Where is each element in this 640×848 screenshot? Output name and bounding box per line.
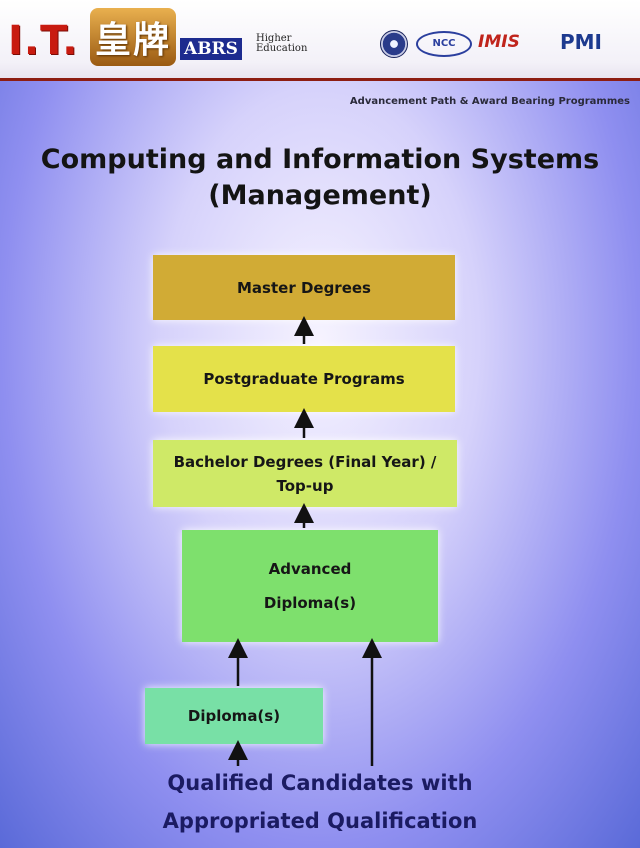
postgraduate-programs-box: Postgraduate Programs [153,346,455,412]
page-title: Computing and Information Systems (Manag… [0,142,640,214]
higher-education-logo: Higher Education [256,34,307,54]
it-logo: I.T. [8,18,79,64]
ncc-logo: NCC [416,31,472,57]
pmi-logo: PMI [560,30,603,54]
page-subtitle: Advancement Path & Award Bearing Program… [349,96,630,107]
advanced-line2: Diploma(s) [263,594,357,612]
diploma-box: Diploma(s) [145,688,323,744]
entry-requirement-text: Qualified Candidates with Appropriated Q… [0,764,640,840]
brand-chinese-logo: 皇牌 [90,8,176,66]
advanced-diploma-box: Advanced Diploma(s) [182,530,438,642]
title-line1: Computing and Information Systems [40,144,600,175]
entry-line1: Qualified Candidates with [167,771,473,795]
abrs-logo: ABRS [180,38,242,60]
title-line2: (Management) [208,180,432,211]
bachelor-line1: Bachelor Degrees (Final Year) / [173,452,437,471]
bachelor-degrees-box: Bachelor Degrees (Final Year) / Top-up [153,440,457,507]
bachelor-line2: Top-up [276,476,334,495]
header-bar: I.T. 皇牌 ABRS Higher Education NCC IMIS P… [0,0,640,81]
university-seal-icon [380,30,408,58]
advanced-line1: Advanced [268,560,352,578]
master-degrees-box: Master Degrees [153,255,455,320]
imis-logo: IMIS [478,32,520,52]
higher-line1: Higher [256,33,292,44]
entry-line2: Appropriated Qualification [162,809,478,833]
higher-line2: Education [256,43,308,54]
